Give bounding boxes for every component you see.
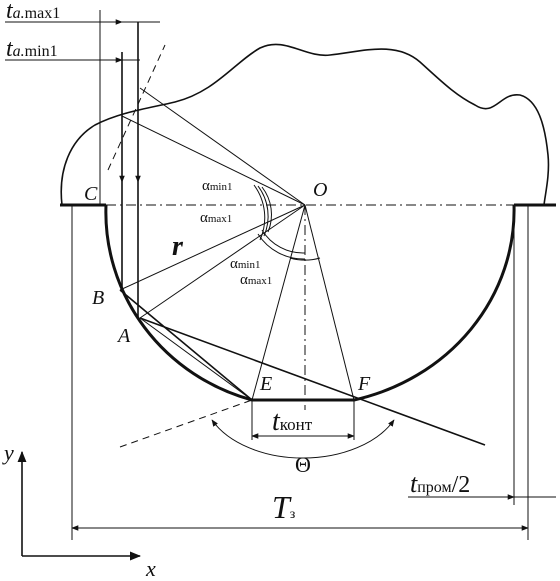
angle-arc-lower-2	[257, 233, 306, 260]
theta-arc	[211, 419, 395, 459]
label-t-prom: tпром/2	[410, 469, 470, 498]
ray-O-top1	[139, 87, 306, 206]
label-axis-y: y	[2, 440, 14, 465]
label-theta: Θ	[295, 452, 311, 477]
label-E: E	[259, 373, 272, 395]
label-F: F	[357, 373, 371, 395]
angle-arc-upper-1	[261, 186, 272, 233]
tangent-A-F	[139, 317, 486, 446]
ray-O-A	[139, 204, 306, 319]
bowl-arc-left	[104, 204, 253, 402]
workpiece-outline	[60, 43, 550, 206]
bowl-arc-right	[353, 204, 516, 402]
ray-O-top2	[121, 115, 306, 206]
label-alpha-min1-upper: αmin1	[202, 178, 232, 194]
label-alpha-min1-lower: αmin1	[230, 256, 260, 272]
label-alpha-max1-lower: αmax1	[240, 272, 272, 288]
angle-arc-lower-3	[289, 257, 321, 261]
label-B: B	[92, 287, 104, 309]
label-t-kont: tконт	[272, 406, 313, 437]
label-r: r	[172, 231, 184, 262]
ray-O-E	[251, 204, 306, 401]
label-alpha-max1-upper: αmax1	[200, 210, 232, 226]
angle-arc-upper-3	[253, 184, 266, 241]
label-O: O	[313, 179, 327, 201]
label-axis-x: x	[145, 556, 156, 581]
angle-arc-upper-2	[257, 185, 269, 237]
tangent-top	[107, 44, 166, 171]
chord-A-E	[139, 317, 253, 401]
tangent-left-dashed	[119, 399, 253, 448]
chord-B-E	[119, 289, 253, 401]
angle-arc-lower-1	[261, 229, 306, 254]
label-ta-min: ta.min1	[6, 36, 58, 62]
label-A: A	[116, 325, 131, 347]
label-T-z: Tз	[272, 489, 296, 525]
ray-O-F	[304, 204, 355, 401]
ray-O-B	[119, 204, 306, 291]
label-ta-max: ta.max1	[6, 0, 60, 24]
label-C: C	[84, 183, 98, 205]
